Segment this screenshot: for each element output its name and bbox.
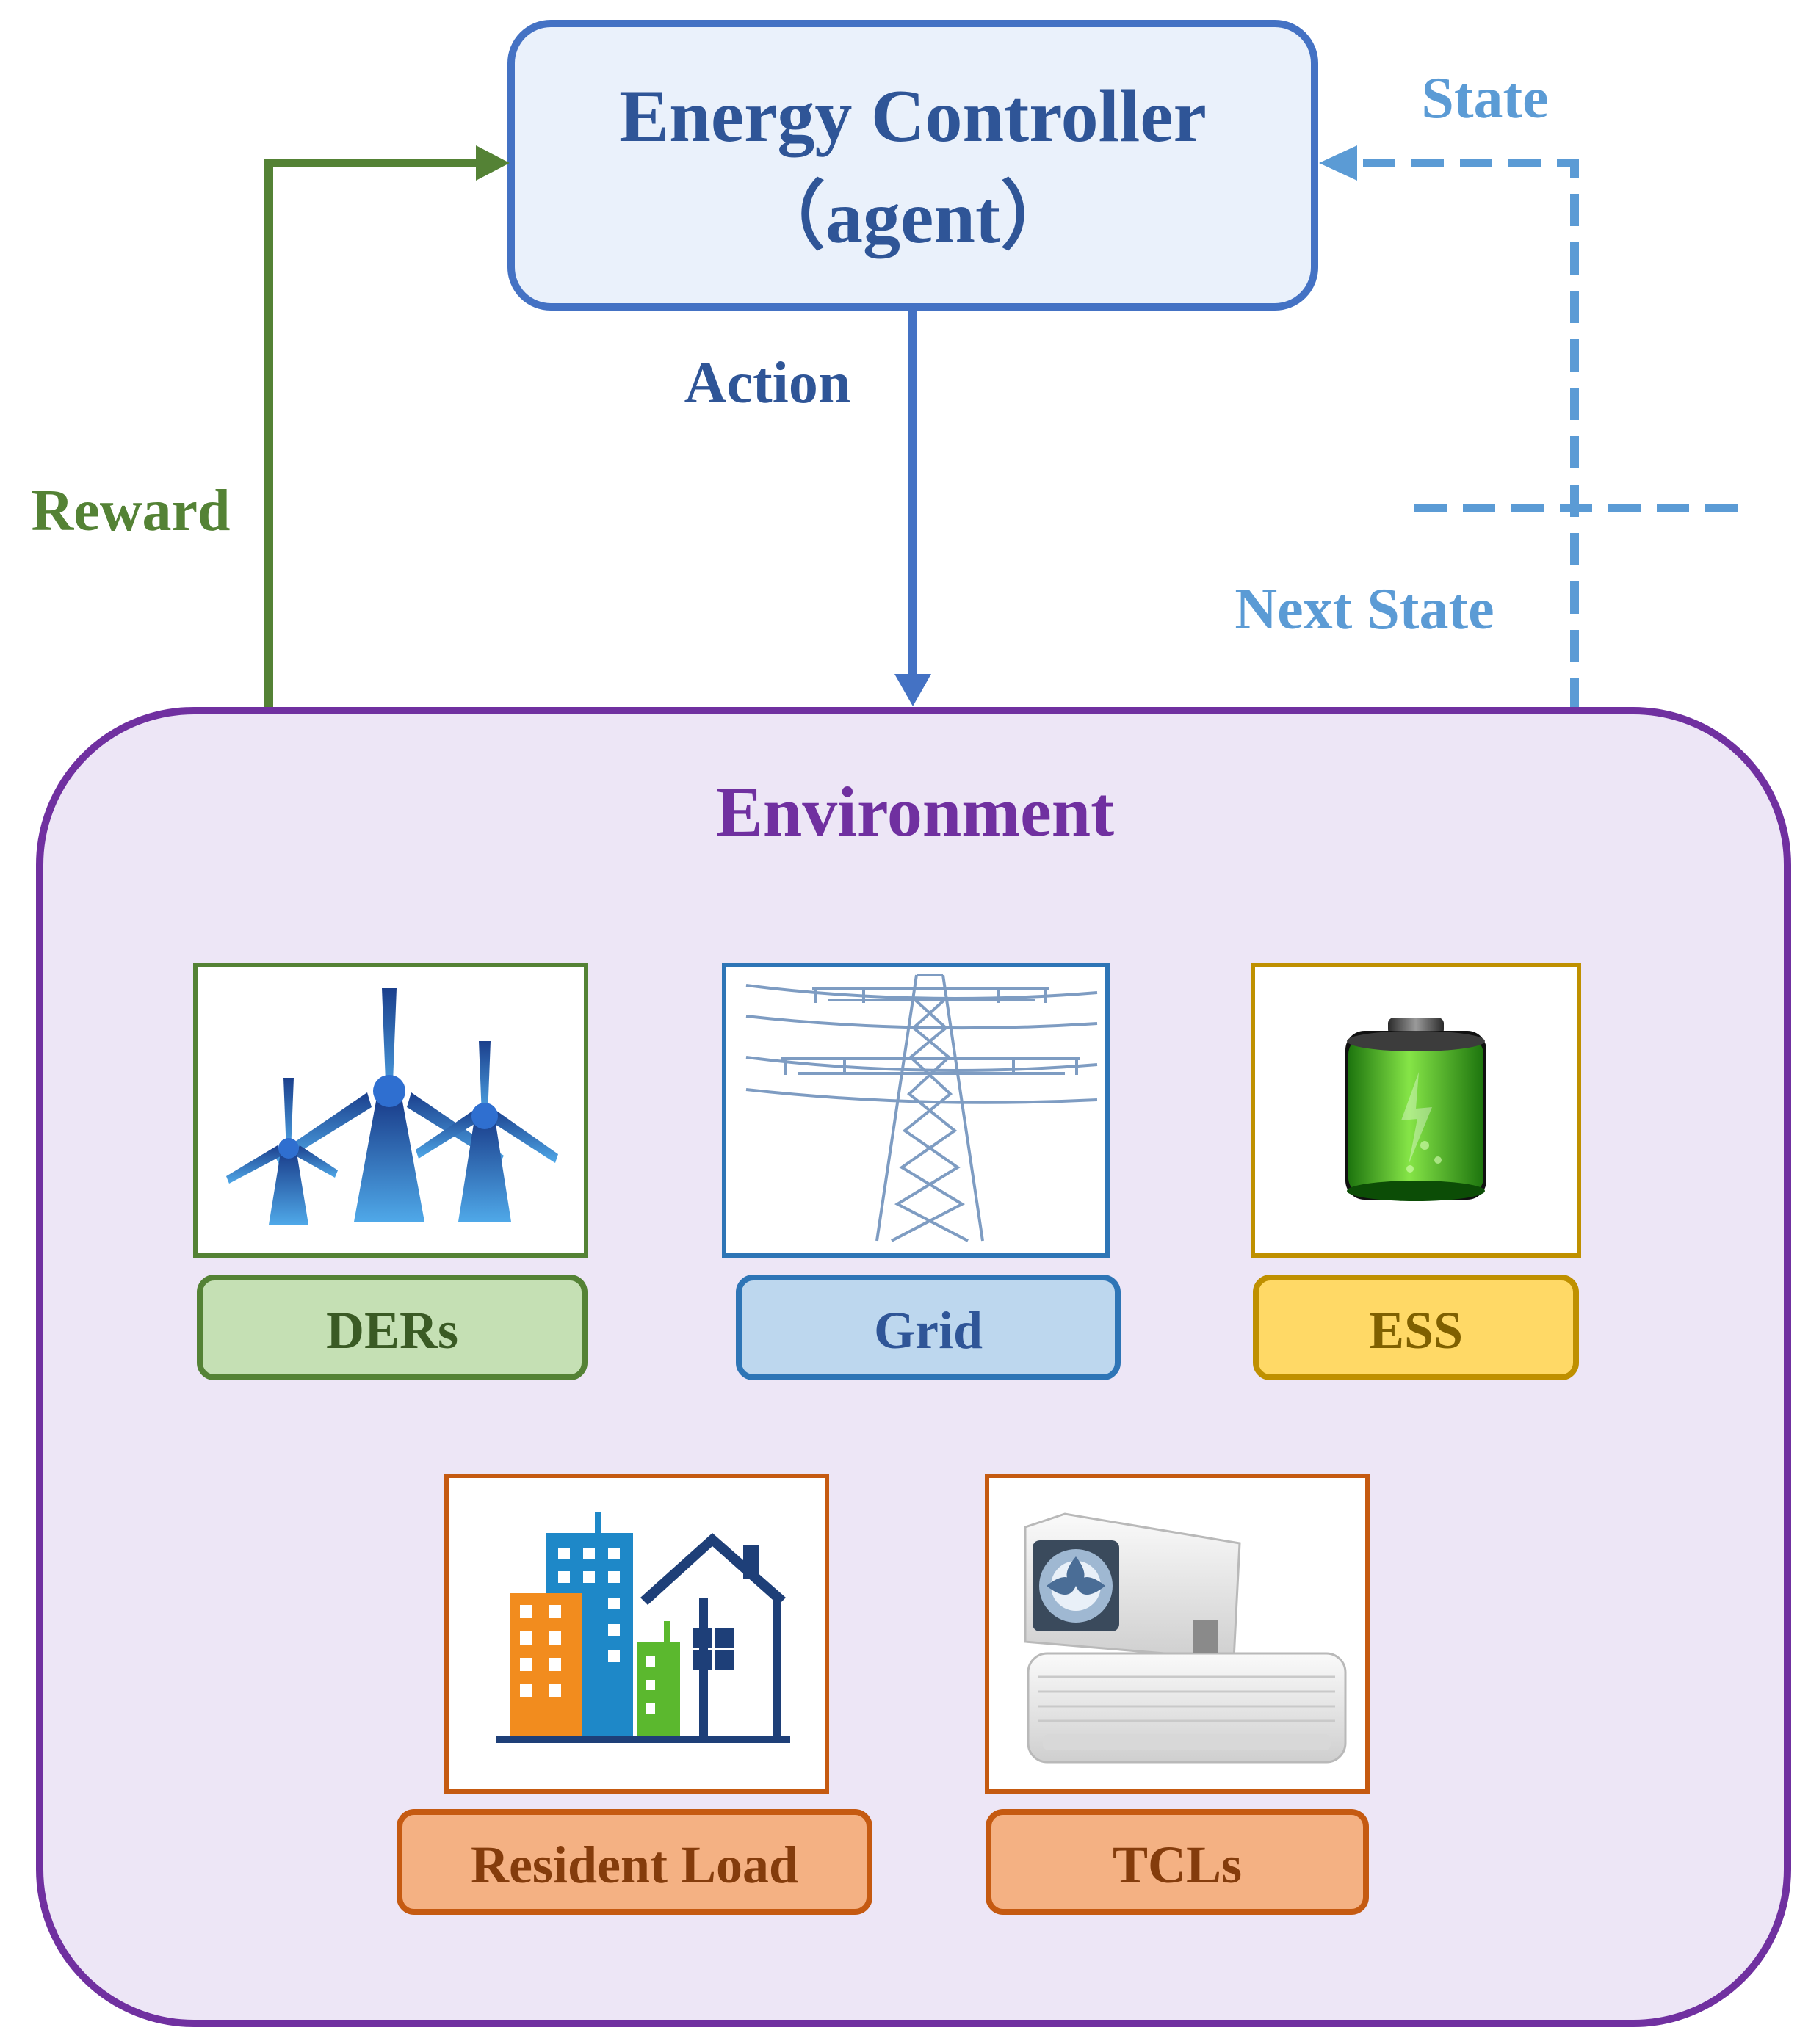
resident-load-label: Resident Load [471, 1835, 798, 1894]
next-state-label: Next State [1235, 577, 1494, 642]
agent-title: Energy Controller [619, 75, 1207, 158]
ders-label-box [197, 1275, 588, 1380]
grid-image-frame [722, 963, 1110, 1258]
environment-title: Environment [716, 772, 1114, 851]
agent-subtitle: （agent） [751, 176, 1075, 259]
resident-load-image-frame [444, 1474, 829, 1794]
tcls-label: TCLs [1113, 1835, 1242, 1894]
reward-label: Reward [31, 479, 230, 543]
ders-component: DERs [193, 963, 588, 1380]
ders-label: DERs [326, 1301, 458, 1360]
resident-load-label-box [397, 1809, 872, 1915]
wind-turbine-icon [226, 988, 558, 1225]
ess-image-frame [1251, 963, 1581, 1258]
battery-icon [1345, 1018, 1486, 1201]
ess-label: ESS [1369, 1301, 1463, 1360]
ess-label-box [1253, 1275, 1579, 1380]
action-arrow [894, 307, 931, 706]
reward-arrow [264, 145, 510, 711]
buildings-house-icon [496, 1512, 790, 1743]
tcls-label-box [986, 1809, 1369, 1915]
grid-component: Grid [722, 963, 1121, 1380]
action-label: Action [684, 351, 851, 416]
grid-label: Grid [874, 1301, 983, 1360]
state-label: State [1421, 66, 1548, 131]
state-arrow [1319, 145, 1752, 711]
air-conditioner-icon [1024, 1512, 1347, 1764]
ess-component: ESS [1251, 963, 1581, 1380]
grid-label-box [736, 1275, 1121, 1380]
resident-load-component: Resident Load [397, 1474, 872, 1915]
tcls-component: TCLs [985, 1474, 1370, 1915]
agent-box: Energy Controller （agent） [507, 20, 1318, 311]
transmission-tower-icon [745, 974, 1098, 1242]
